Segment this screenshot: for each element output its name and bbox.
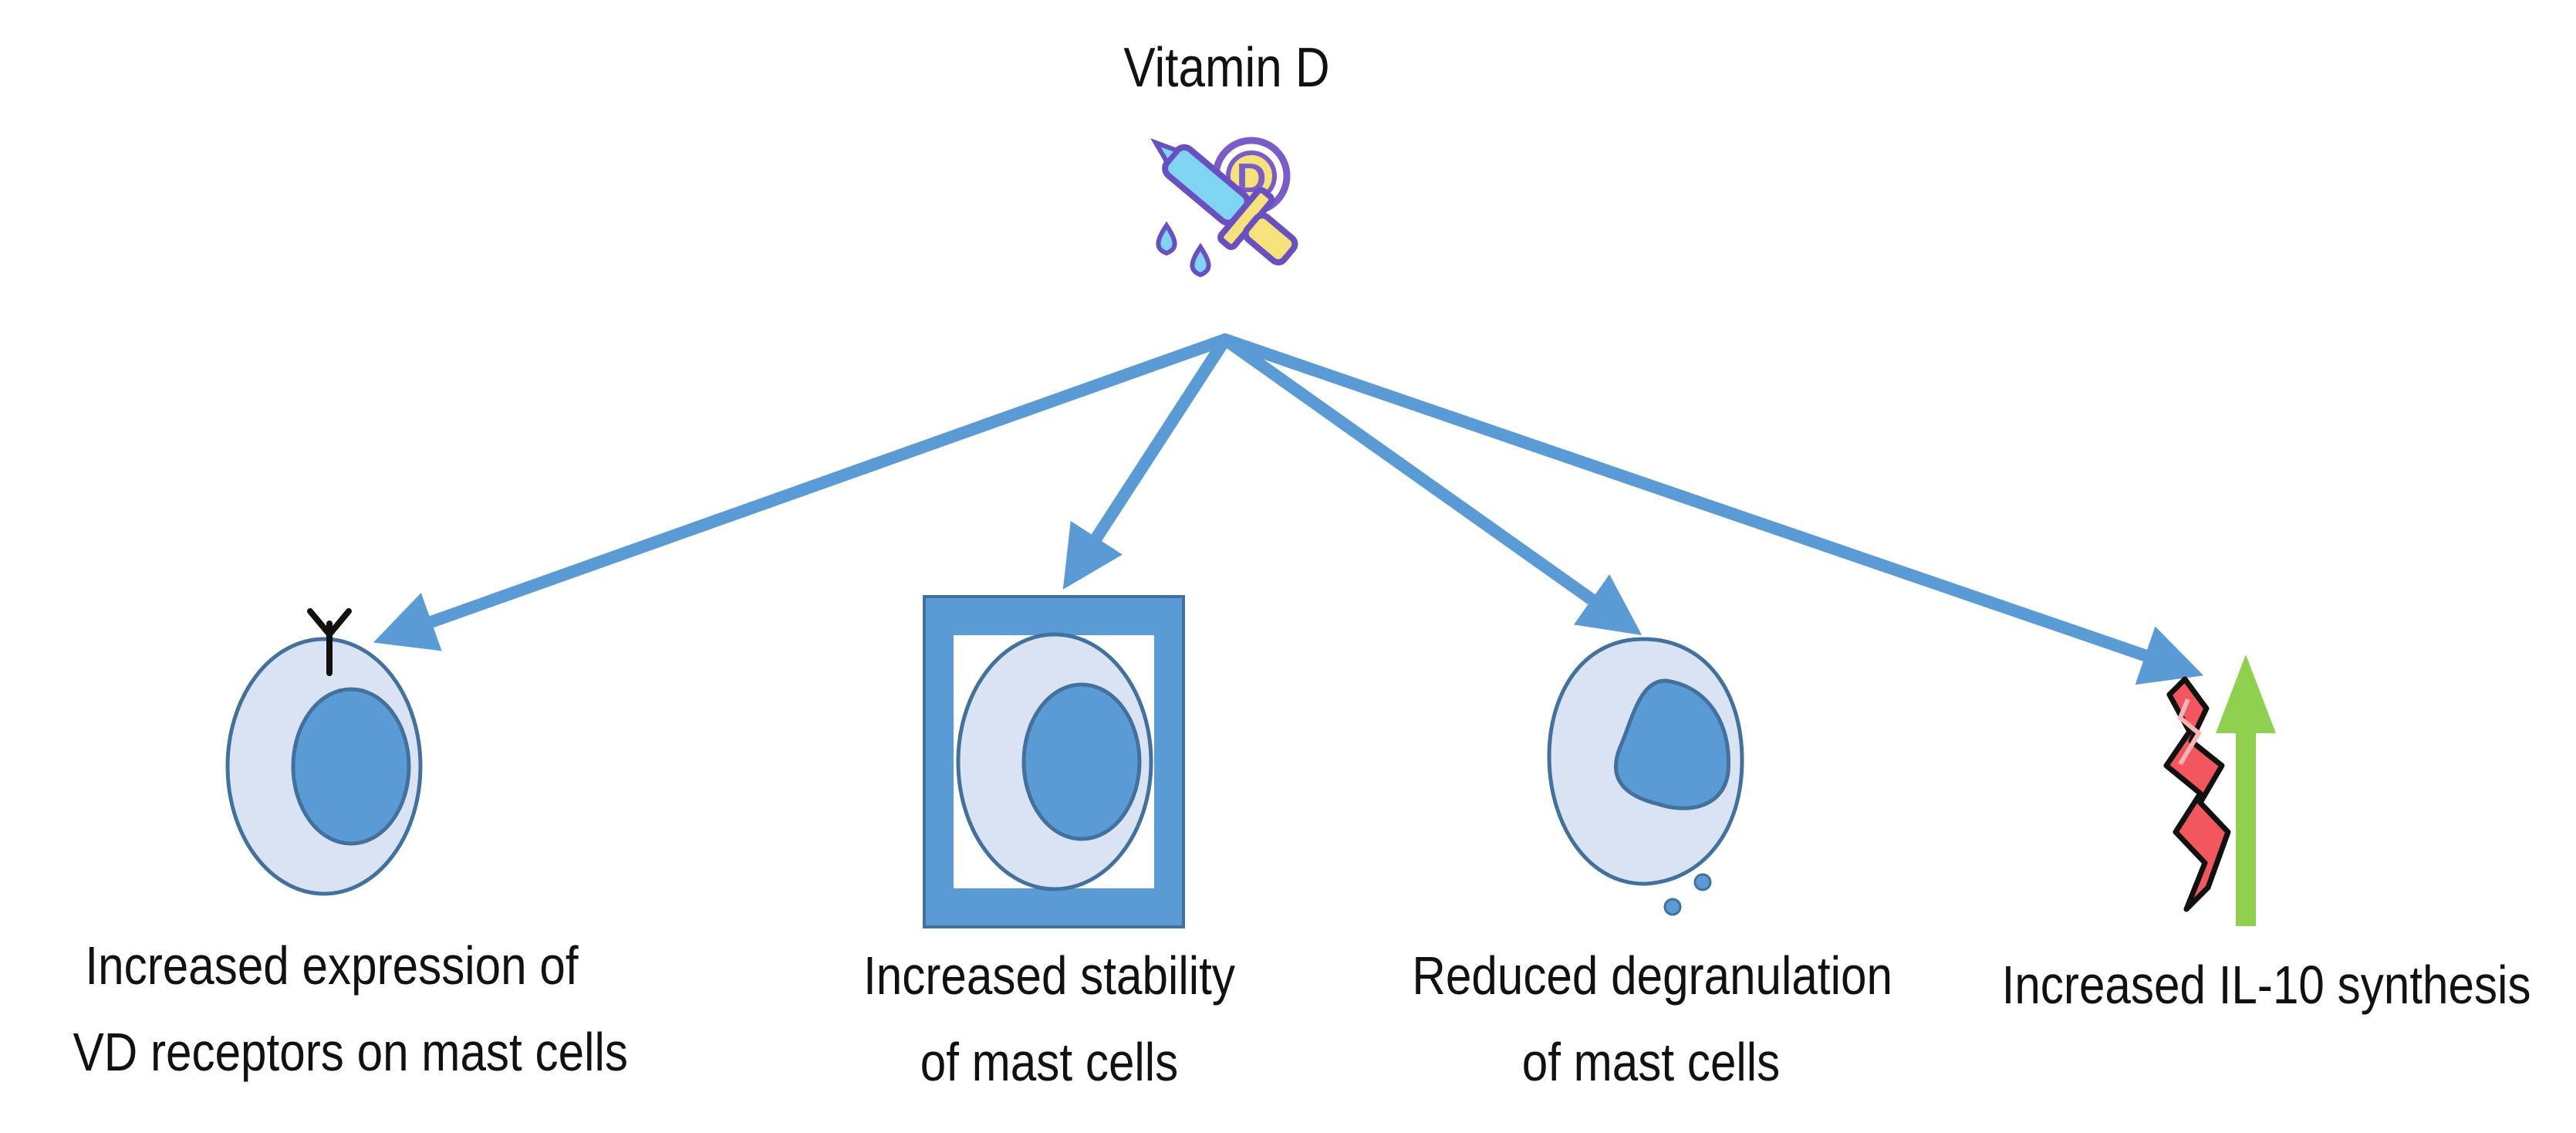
granule [1693,873,1712,891]
increase-arrow-icon [2216,654,2276,926]
arrow-to-stability [1062,333,1231,590]
vitamin-d-dropper-icon: D [1150,137,1298,278]
effect-label-stability: Increased stability of mast cells [863,945,1235,1092]
title-vitamin-d: Vitamin D [1123,37,1330,99]
il10-cytokine-icon [2163,676,2231,912]
granule [1663,898,1682,916]
arrow-to-receptors [373,333,1231,651]
effect-label-degranulation: Reduced degranulation of mast cells [1412,945,1892,1092]
mast-cell-with-receptor [225,608,423,896]
effect-label-receptors: Increased expression of VD receptors on … [73,935,628,1082]
effect-arrows [373,333,2204,685]
receptor-y-icon [307,608,352,676]
mast-cell-degranulation [1547,637,1744,916]
effect-label-il10: Increased IL-10 synthesis [2001,955,2531,1015]
arrow-to-il10 [1219,333,2204,685]
arrow-to-degranulation [1219,333,1642,635]
mast-cell-stabilized [923,595,1185,928]
